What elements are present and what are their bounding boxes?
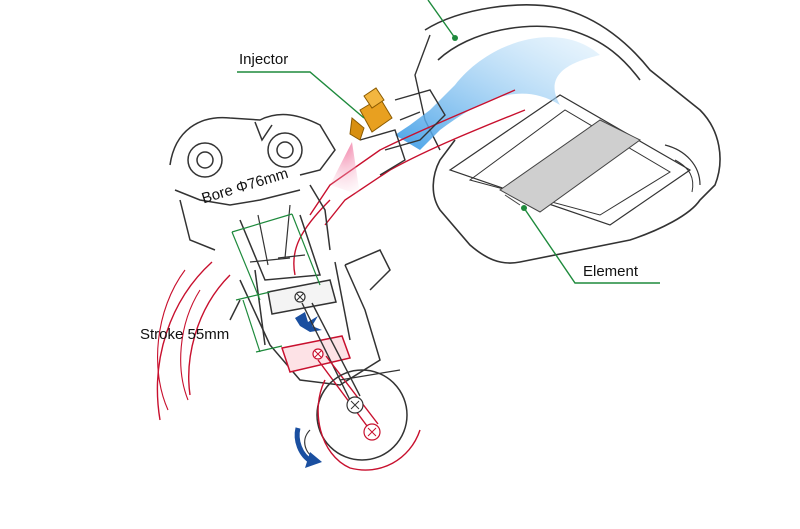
air-box-leader-dot bbox=[452, 35, 458, 41]
intake-tract bbox=[156, 89, 526, 421]
cylinder-head bbox=[169, 113, 336, 281]
injector-icon bbox=[349, 87, 393, 141]
bore-dimension bbox=[231, 213, 321, 301]
rotation-arrow-icon bbox=[294, 427, 322, 468]
injector-label: Injector bbox=[239, 51, 289, 68]
stroke-arcs bbox=[157, 269, 201, 411]
element-label: Element bbox=[583, 263, 639, 280]
valves bbox=[249, 204, 306, 266]
element-leader-dot bbox=[521, 205, 527, 211]
leader-lines bbox=[237, 0, 660, 284]
airflow-arrow bbox=[395, 37, 600, 150]
compression-mark bbox=[295, 312, 322, 332]
crankshaft bbox=[304, 369, 421, 471]
air-box bbox=[414, 4, 721, 264]
piston-tdc bbox=[267, 279, 337, 315]
connecting-rod bbox=[301, 302, 379, 431]
cylinder-block bbox=[229, 249, 391, 386]
throttle-body bbox=[359, 89, 446, 176]
stroke-label: Stroke 55mm bbox=[140, 326, 230, 343]
fuel-spray bbox=[330, 142, 360, 195]
piston-bdc bbox=[281, 335, 351, 373]
filter-element bbox=[499, 119, 641, 213]
stroke-dimension bbox=[235, 291, 283, 353]
